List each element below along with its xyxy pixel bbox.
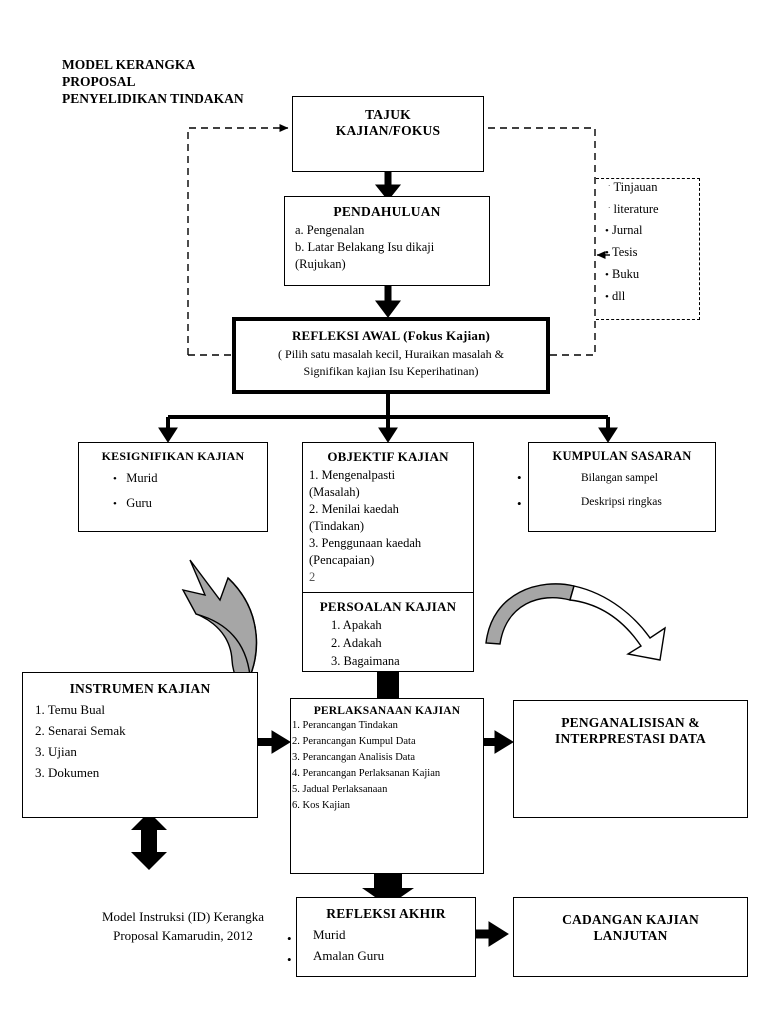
bullet-dot: • <box>605 247 609 259</box>
diagram-caption: Model Instruksi (ID) Kerangka Proposal K… <box>101 909 265 943</box>
box-instrumen-kajian: INSTRUMEN KAJIAN 1. Temu Bual 2. Senarai… <box>22 672 258 818</box>
list-item: Tesis <box>611 245 638 259</box>
list-item: 2 <box>309 570 316 584</box>
list-item: Murid <box>126 471 158 485</box>
box-kumpulan-sasaran: KUMPULAN SASARAN Bilangan sampel Deskrip… <box>517 442 716 532</box>
box-kesignifikan-kajian: KESIGNIFIKAN KAJIAN • Murid • Guru <box>78 442 268 532</box>
box-perlaksanaan-header: PERLAKSANAAN KAJIAN <box>313 705 461 717</box>
list-item: 1. Temu Bual <box>35 702 105 717</box>
box-persoalan-header: PERSOALAN KAJIAN <box>319 599 457 614</box>
box-refleksi-akhir-header: REFLEKSI AKHIR <box>326 906 446 921</box>
box-refleksi-awal-header: REFLEKSI AWAL (Fokus Kajian) <box>291 328 491 343</box>
bullet-dot: · <box>608 182 611 190</box>
list-item: 5. Jadual Perlaksanaan <box>292 784 388 795</box>
list-item: Buku <box>611 267 640 281</box>
list-item: Bilangan sampel <box>581 472 658 484</box>
list-item: Amalan Guru <box>313 948 385 963</box>
box-kesignifikan-header: KESIGNIFIKAN KAJIAN <box>101 449 245 463</box>
box-cadangan-header: CADANGAN KAJIAN <box>562 912 699 927</box>
bullet-dot: • <box>113 473 117 485</box>
bullet-dot: • <box>517 496 522 511</box>
list-item: 2. Perancangan Kumpul Data <box>292 736 416 747</box>
list-item: 3. Perancangan Analisis Data <box>292 752 416 763</box>
list-item: literature <box>613 202 659 216</box>
box-tajuk-kajian: TAJUK KAJIAN/FOKUS <box>292 96 484 172</box>
double-arrow-instrumen <box>131 812 167 870</box>
box-persoalan-kajian: PERSOALAN KAJIAN 1. Apakah 2. Adakah 3. … <box>302 592 474 672</box>
arrow-perlaksanaan-to-penganalisisan <box>484 730 514 754</box>
bullet-dot: · <box>608 204 611 212</box>
list-item: (Rujukan) <box>295 257 346 271</box>
list-item: (Pencapaian) <box>309 553 375 567</box>
sumber-rujukan-list: · Tinjauan · literature • Jurnal • Tesis… <box>600 176 708 308</box>
list-item: Tinjauan <box>613 180 658 194</box>
list-item: Deskripsi ringkas <box>581 496 662 508</box>
box-tajuk-header-2: KAJIAN/FOKUS <box>335 123 441 138</box>
list-item: 3. Ujian <box>35 744 77 759</box>
page-title: MODEL KERANGKA PROPOSAL PENYELIDIKAN TIN… <box>62 57 244 106</box>
list-item: 1. Mengenalpasti <box>309 468 396 482</box>
list-item: 3. Bagaimana <box>331 654 400 668</box>
list-item: Jurnal <box>611 223 643 237</box>
list-item: (Tindakan) <box>309 519 365 533</box>
list-item: a. Pengenalan <box>295 223 365 237</box>
list-item: (Masalah) <box>309 485 360 499</box>
box-penganalisisan-header: PENGANALISISAN & <box>561 715 700 730</box>
branch-connector-three <box>158 394 618 443</box>
list-item: 2. Adakah <box>331 636 382 650</box>
kumpulan-bullets: • • <box>517 465 522 517</box>
box-tajuk-header: TAJUK <box>365 107 411 122</box>
arrow-pendahuluan-to-refleksi-awal <box>375 286 401 318</box>
box-objektif-header: OBJEKTIF KAJIAN <box>327 449 449 464</box>
box-refleksi-awal-sub-2: Signifikan kajian Isu Keperihatinan) <box>303 364 479 378</box>
bullet-dot: • <box>605 225 609 237</box>
list-item: 3. Penggunaan kaedah <box>309 536 422 550</box>
box-penganalisisan-header-2: INTERPRESTASI DATA <box>554 731 706 746</box>
bullet-dot: • <box>605 291 609 303</box>
list-item: 2. Menilai kaedah <box>309 502 399 516</box>
box-instrumen-header: INSTRUMEN KAJIAN <box>69 681 211 696</box>
bullet-dot: • <box>517 470 522 485</box>
box-objektif-kajian: OBJEKTIF KAJIAN 1. Mengenalpasti (Masala… <box>302 442 474 594</box>
box-refleksi-awal-sub-1: ( Pilih satu masalah kecil, Huraikan mas… <box>278 347 504 361</box>
refleksi-akhir-bullets: • • <box>287 928 292 970</box>
box-refleksi-akhir: REFLEKSI AKHIR Murid Amalan Guru • • <box>287 897 476 977</box>
box-kumpulan-header: KUMPULAN SASARAN <box>552 449 692 463</box>
list-item: 6. Kos Kajian <box>292 800 351 811</box>
arrow-instrumen-to-perlaksanaan <box>258 730 291 754</box>
list-item: 4. Perancangan Perlaksanan Kajian <box>292 768 441 779</box>
bullet-dot: • <box>605 269 609 281</box>
list-item: 1. Perancangan Tindakan <box>292 720 398 731</box>
list-item: 2. Senarai Semak <box>35 723 126 738</box>
box-refleksi-awal: REFLEKSI AWAL (Fokus Kajian) ( Pilih sat… <box>232 317 550 394</box>
list-item: Guru <box>126 496 152 510</box>
list-item: dll <box>611 289 626 303</box>
box-perlaksanaan-kajian: PERLAKSANAAN KAJIAN 1. Perancangan Tinda… <box>290 698 484 874</box>
box-pendahuluan: PENDAHULUAN a. Pengenalan b. Latar Belak… <box>284 196 490 286</box>
bullet-dot: • <box>287 931 292 946</box>
list-item: b. Latar Belakang Isu dikaji <box>295 240 435 254</box>
box-cadangan-kajian: CADANGAN KAJIAN LANJUTAN <box>513 897 748 977</box>
bullet-dot: • <box>113 498 117 510</box>
list-item: 3. Dokumen <box>35 765 100 780</box>
curved-arrow-right <box>485 583 666 661</box>
curved-arrow-left <box>181 559 258 692</box>
list-item: 1. Apakah <box>331 618 382 632</box>
box-cadangan-header-2: LANJUTAN <box>593 928 668 943</box>
arrow-refleksi-akhir-to-cadangan <box>476 921 509 947</box>
box-sumber-rujukan <box>596 178 700 320</box>
bullet-dot: • <box>287 952 292 967</box>
box-penganalisisan-data: PENGANALISISAN & INTERPRESTASI DATA <box>513 700 748 818</box>
list-item: Murid <box>313 927 346 942</box>
box-pendahuluan-header: PENDAHULUAN <box>333 204 441 219</box>
